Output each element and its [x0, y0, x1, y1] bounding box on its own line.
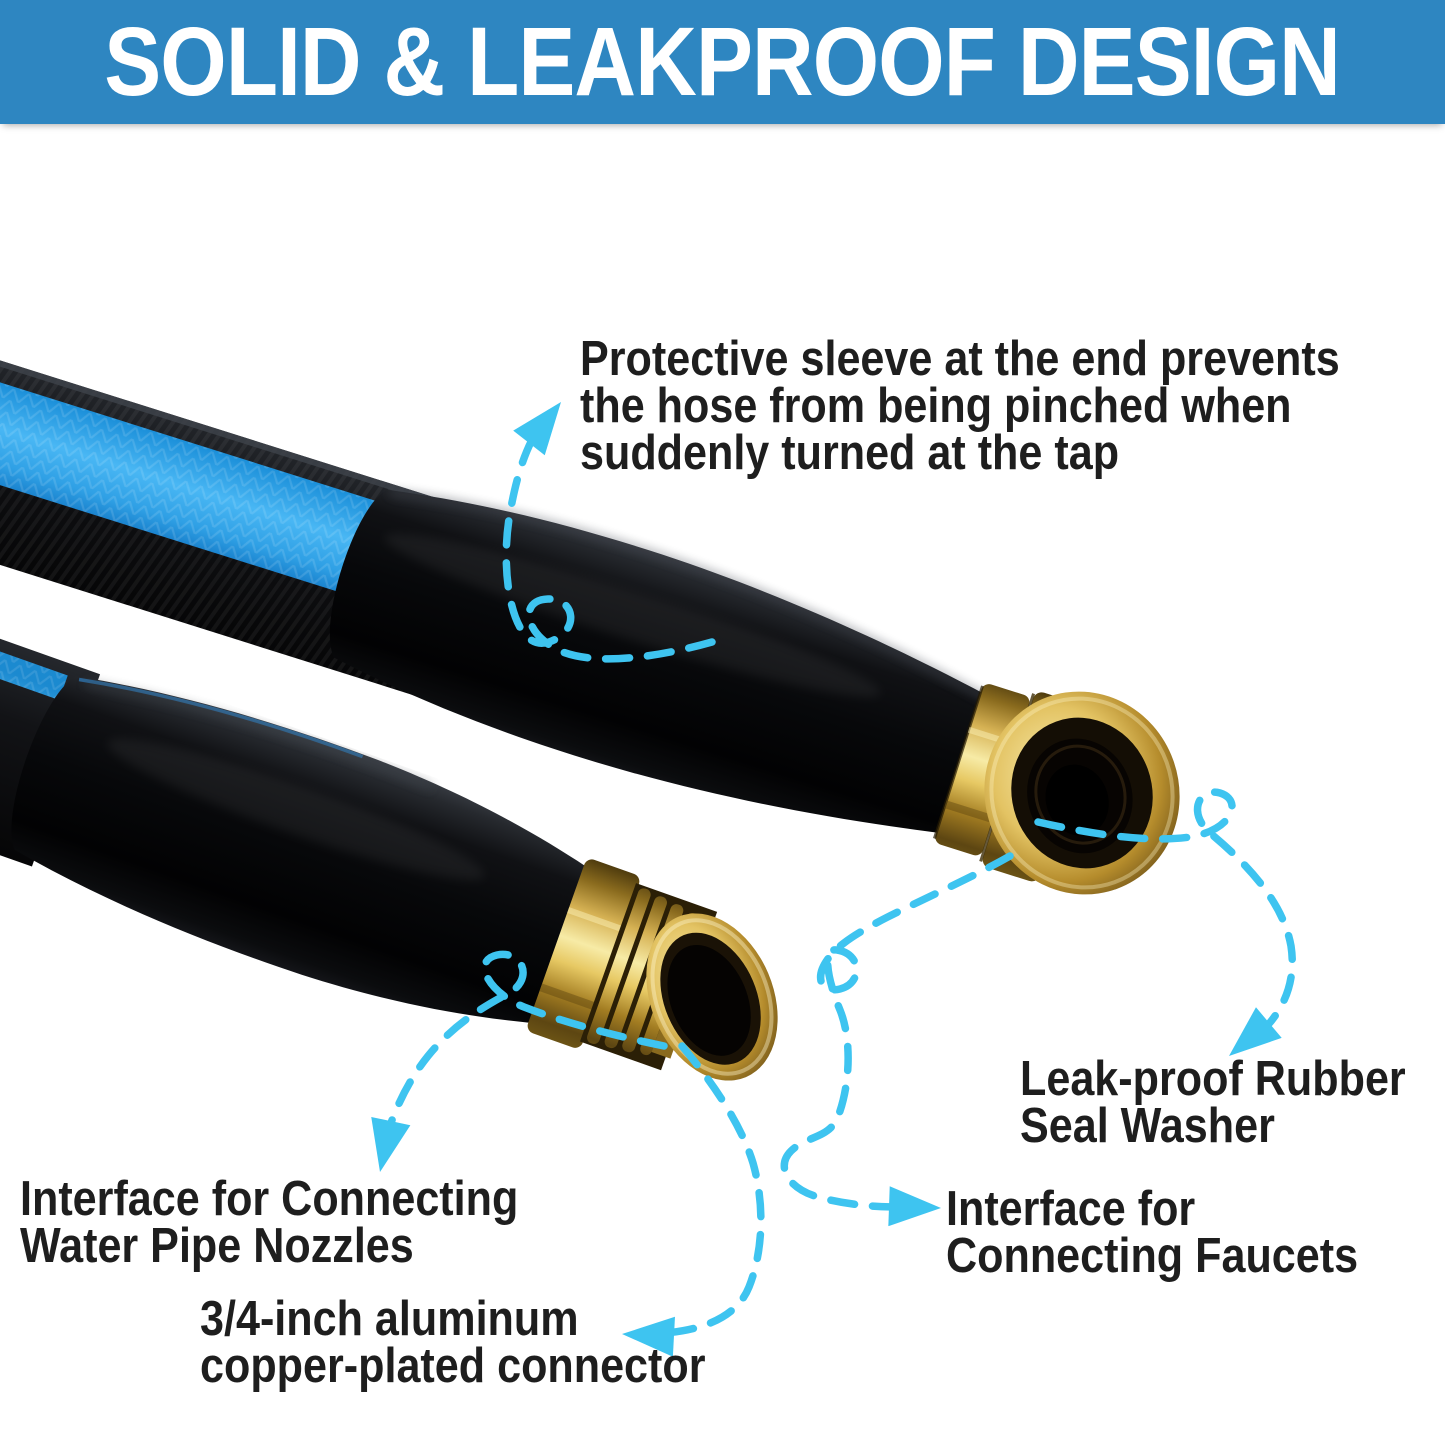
annotation-line: Water Pipe Nozzles — [20, 1219, 414, 1273]
annotation-line: 3/4-inch aluminum — [200, 1292, 579, 1346]
female-connector-face — [984, 691, 1180, 895]
annotation-aluminum-connector: 3/4-inch aluminum copper-plated connecto… — [200, 1292, 706, 1393]
annotation-leak-proof-washer: Leak-proof Rubber Seal Washer — [1020, 1052, 1406, 1153]
annotation-line: Seal Washer — [1020, 1099, 1275, 1153]
callout-path-faucet-interface — [780, 852, 1014, 1211]
annotation-line: copper-plated connector — [200, 1339, 706, 1393]
page-title: SOLID & LEAKPROOF DESIGN — [104, 7, 1342, 116]
annotation-nozzle-interface: Interface for Connecting Water Pipe Nozz… — [20, 1172, 519, 1273]
rubber-seal-washer — [1045, 764, 1109, 836]
annotation-line: Interface for Connecting — [20, 1172, 519, 1226]
annotation-line: suddenly turned at the tap — [580, 426, 1120, 480]
male-connector-hex-collar — [527, 859, 640, 1048]
callout-path-aluminum-connector — [661, 1042, 765, 1337]
annotation-protective-sleeve: Protective sleeve at the end prevents th… — [580, 332, 1340, 480]
arrow-icon-leak-proof-washer — [1229, 1007, 1282, 1056]
male-connector-face — [646, 913, 778, 1081]
callout-path-leak-proof-washer — [1034, 788, 1296, 1044]
callout-path-nozzle-interface — [378, 950, 668, 1156]
arrow-icon-nozzle-interface — [371, 1116, 411, 1172]
arrow-icon-faucet-interface — [888, 1186, 941, 1227]
callout-path-protective-sleeve — [502, 409, 716, 663]
annotation-line: Interface for — [946, 1182, 1196, 1236]
header-banner: SOLID & LEAKPROOF DESIGN — [0, 0, 1445, 124]
annotation-faucet-interface: Interface for Connecting Faucets — [946, 1182, 1359, 1283]
annotation-line: the hose from being pinched when — [580, 379, 1292, 433]
annotation-line: Leak-proof Rubber — [1020, 1052, 1406, 1106]
annotation-line: Protective sleeve at the end prevents — [580, 332, 1340, 386]
arrow-icon-protective-sleeve — [513, 402, 561, 456]
annotation-line: Connecting Faucets — [946, 1229, 1359, 1283]
arrow-icon-aluminum-connector — [622, 1316, 675, 1357]
